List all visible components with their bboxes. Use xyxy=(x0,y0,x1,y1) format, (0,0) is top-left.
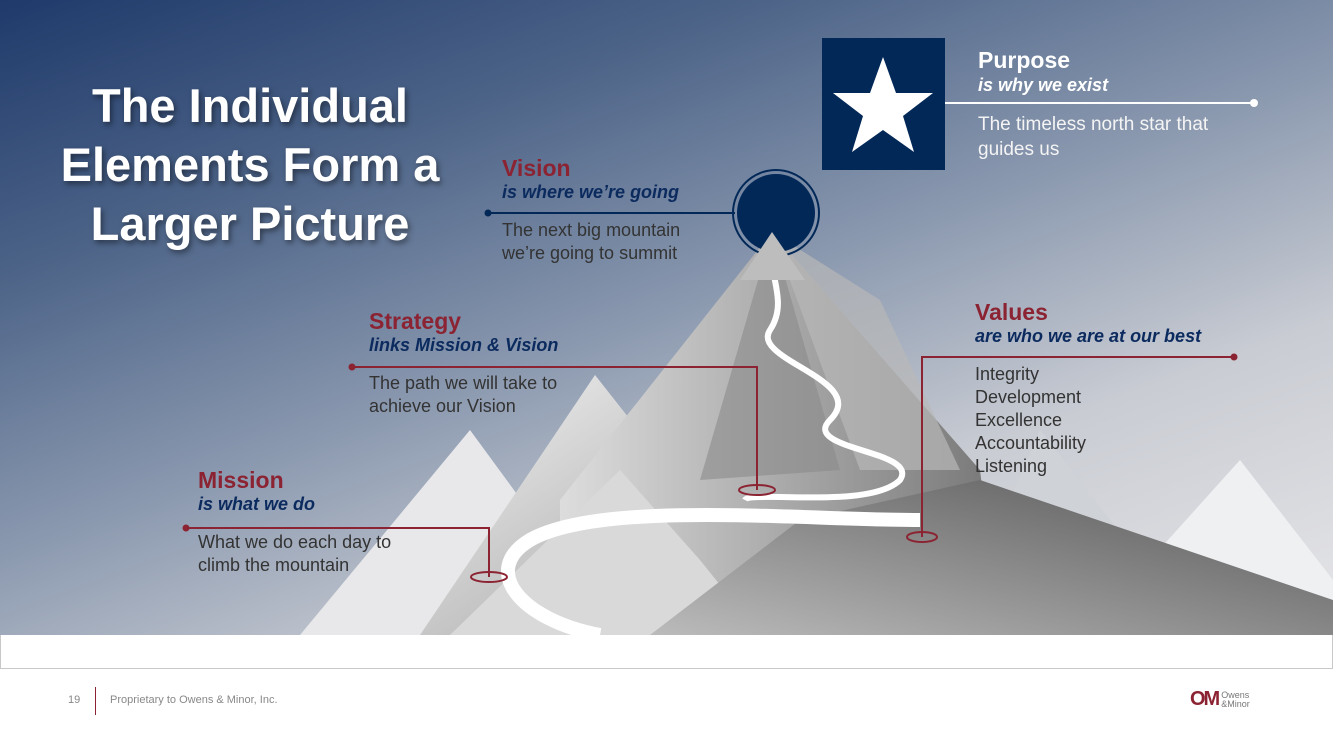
purpose-block: Purpose is why we exist The timeless nor… xyxy=(978,47,1209,160)
vision-block: Vision is where we’re going The next big… xyxy=(502,155,681,263)
value-item: Accountability xyxy=(975,433,1087,453)
mission-block: Mission is what we do What we do each da… xyxy=(198,467,392,575)
star-icon xyxy=(833,57,933,152)
footer-divider xyxy=(95,687,96,715)
value-item: Integrity xyxy=(975,364,1040,384)
value-item: Excellence xyxy=(975,410,1063,430)
strategy-connector xyxy=(352,366,758,490)
owens-minor-logo: OM Owens&Minor xyxy=(1190,688,1250,710)
page-number: 19 xyxy=(68,694,81,706)
value-item: Listening xyxy=(975,456,1048,476)
mission-connector xyxy=(186,527,490,577)
value-item: Development xyxy=(975,387,1082,407)
values-block: Values are who we are at our best Integr… xyxy=(975,299,1202,476)
values-connector xyxy=(921,356,1234,537)
content-strip xyxy=(0,635,1333,669)
strategy-block: Strategy links Mission & Vision The path… xyxy=(369,308,559,416)
mountain-illustration xyxy=(182,38,1333,635)
footer-text: Proprietary to Owens & Minor, Inc. xyxy=(110,694,278,706)
